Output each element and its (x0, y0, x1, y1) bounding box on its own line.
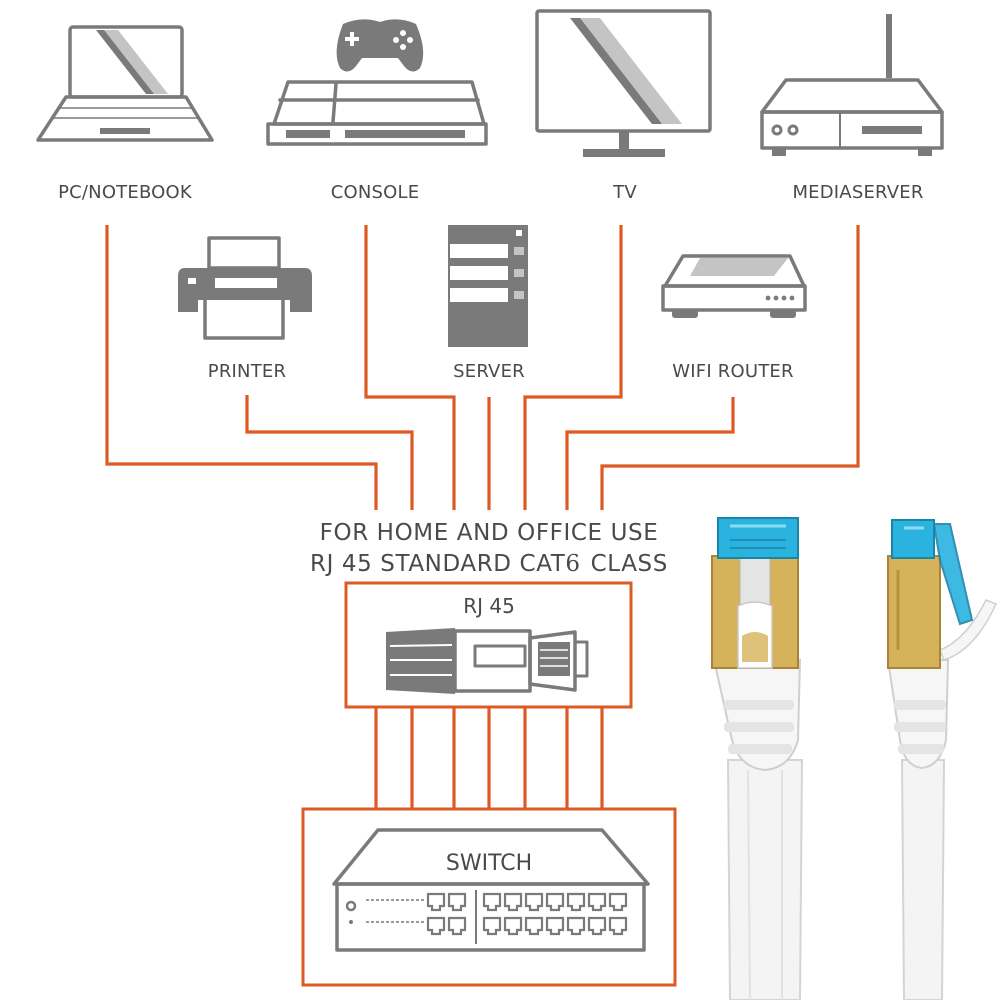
switch-port (524, 916, 544, 936)
rj45-label: RJ 45 (463, 594, 515, 618)
server-icon (448, 225, 528, 347)
switch-ports (426, 892, 628, 936)
cable-plug-side (886, 519, 998, 1000)
switch-port (587, 916, 607, 936)
switch-icon (332, 828, 650, 952)
label-pc-notebook: PC/NOTEBOOK (58, 182, 193, 203)
label-printer: PRINTER (208, 361, 286, 382)
switch-port (545, 892, 565, 912)
label-tv: TV (612, 182, 637, 203)
switch-port (482, 892, 502, 912)
switch-port (524, 892, 544, 912)
mediaserver-icon (760, 14, 944, 156)
wire-mediaserver (600, 225, 860, 510)
laptop-icon (36, 25, 214, 142)
label-mediaserver: MEDIASERVER (792, 182, 923, 203)
cat6-cable-illustration (711, 517, 998, 1000)
switch-port (447, 892, 467, 912)
banner-cat-number: 6 (565, 551, 580, 577)
switch-port (566, 892, 586, 912)
banner-line-2-prefix: RJ 45 STANDARD CAT (310, 551, 566, 577)
label-wifi-router: WIFI ROUTER (672, 361, 793, 382)
console-icon (266, 19, 488, 146)
switch-port (447, 916, 467, 936)
switch-port (426, 916, 446, 936)
cable-plug-front (711, 517, 804, 1000)
switch-port (503, 892, 523, 912)
banner-line-1: FOR HOME AND OFFICE USE (320, 520, 659, 546)
switch-port (482, 916, 502, 936)
wire-wifi (565, 397, 735, 510)
tv-icon (535, 9, 712, 157)
switch-port (566, 916, 586, 936)
switch-port (587, 892, 607, 912)
printer-icon (178, 236, 312, 340)
device-wires (105, 225, 860, 510)
switch-port (503, 916, 523, 936)
wire-pc (105, 225, 378, 510)
switch-port (545, 916, 565, 936)
wifi-router-icon (661, 254, 807, 318)
switch-label: SWITCH (446, 851, 532, 876)
switch-port (426, 892, 446, 912)
wire-printer (245, 395, 414, 510)
switch-port (608, 892, 628, 912)
switch-box (301, 807, 677, 987)
label-server: SERVER (453, 361, 525, 382)
banner-line-2: RJ 45 STANDARD CAT6 CLASS (310, 551, 668, 577)
banner-line-2-suffix: CLASS (591, 551, 668, 577)
switch-port (608, 916, 628, 936)
label-console: CONSOLE (331, 182, 420, 203)
rj45-to-switch-wires (374, 707, 604, 809)
wire-tv (523, 225, 623, 510)
wire-console (364, 225, 456, 510)
rj45-plug-icon (386, 628, 589, 694)
